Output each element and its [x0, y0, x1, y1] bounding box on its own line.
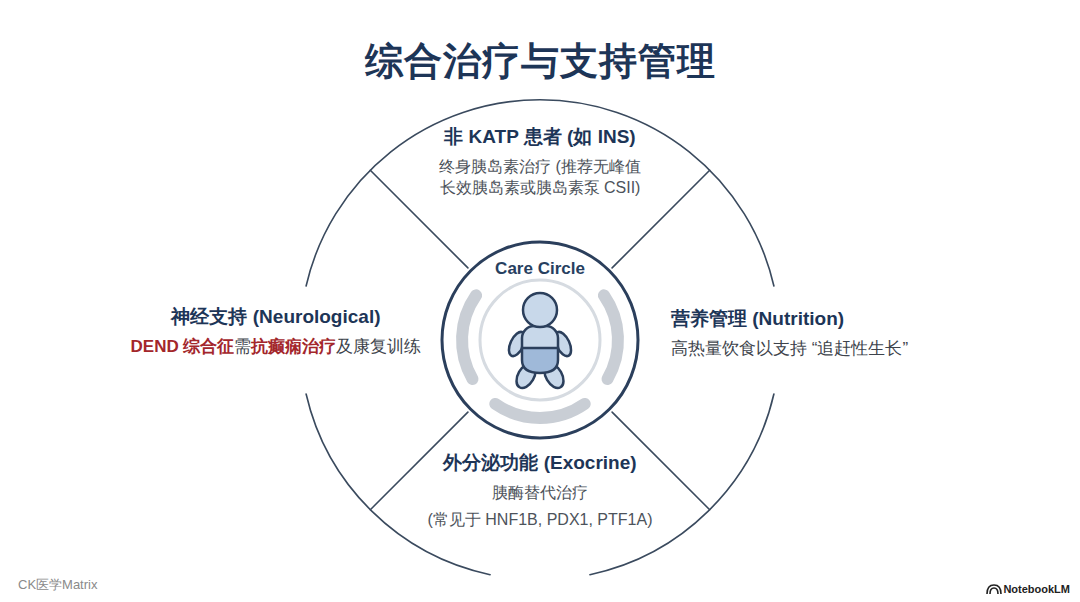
section-heading: Care Circle — [492, 259, 588, 278]
section-text: 高热量饮食以支持 “追赶性生长” — [668, 339, 911, 358]
care-sector: 神经支持 (Neurological) DEND 综合征需抗癫痫治疗及康复训练 — [131, 304, 422, 359]
outer-arc — [306, 100, 774, 286]
care-sector: 营养管理 (Nutrition) 高热量饮食以支持 “追赶性生长” — [668, 306, 911, 361]
section-text: DEND 综合征 — [131, 337, 235, 356]
outer-arc — [590, 394, 774, 575]
section-heading: 非 KATP 患者 (如 INS) — [441, 126, 638, 147]
section-text: 胰酶替代治疗 — [489, 484, 591, 501]
care-circle: Care Circle — [440, 240, 640, 440]
care-sector: 非 KATP 患者 (如 INS) 终身胰岛素治疗 (推荐无峰值 长效胰岛素或胰岛… — [430, 124, 650, 199]
section-text: 需 — [234, 337, 251, 356]
section-text: 及康复训练 — [336, 337, 421, 356]
section-heading: 神经支持 (Neurological) — [168, 306, 383, 327]
section-text: (常见于 HNF1B, PDX1, PTF1A) — [425, 511, 656, 528]
section-heading: 外分泌功能 (Exocrine) — [440, 452, 639, 473]
page-title: 综合治疗与支持管理 — [0, 36, 1080, 87]
section-text: 终身胰岛素治疗 (推荐无峰值 长效胰岛素或胰岛素泵 CSII) — [430, 156, 650, 199]
baby-icon — [506, 293, 575, 391]
brand-label: NotebookLM — [1003, 583, 1070, 595]
watermark: CK医学Matrix — [18, 576, 97, 594]
care-sector: 外分泌功能 (Exocrine) 胰酶替代治疗 (常见于 HNF1B, PDX1, … — [425, 450, 656, 531]
section-text: 抗癫痫治疗 — [251, 337, 336, 356]
notebooklm-icon — [987, 585, 1001, 594]
section-heading: 营养管理 (Nutrition) — [668, 308, 847, 329]
outer-arc — [306, 394, 490, 575]
